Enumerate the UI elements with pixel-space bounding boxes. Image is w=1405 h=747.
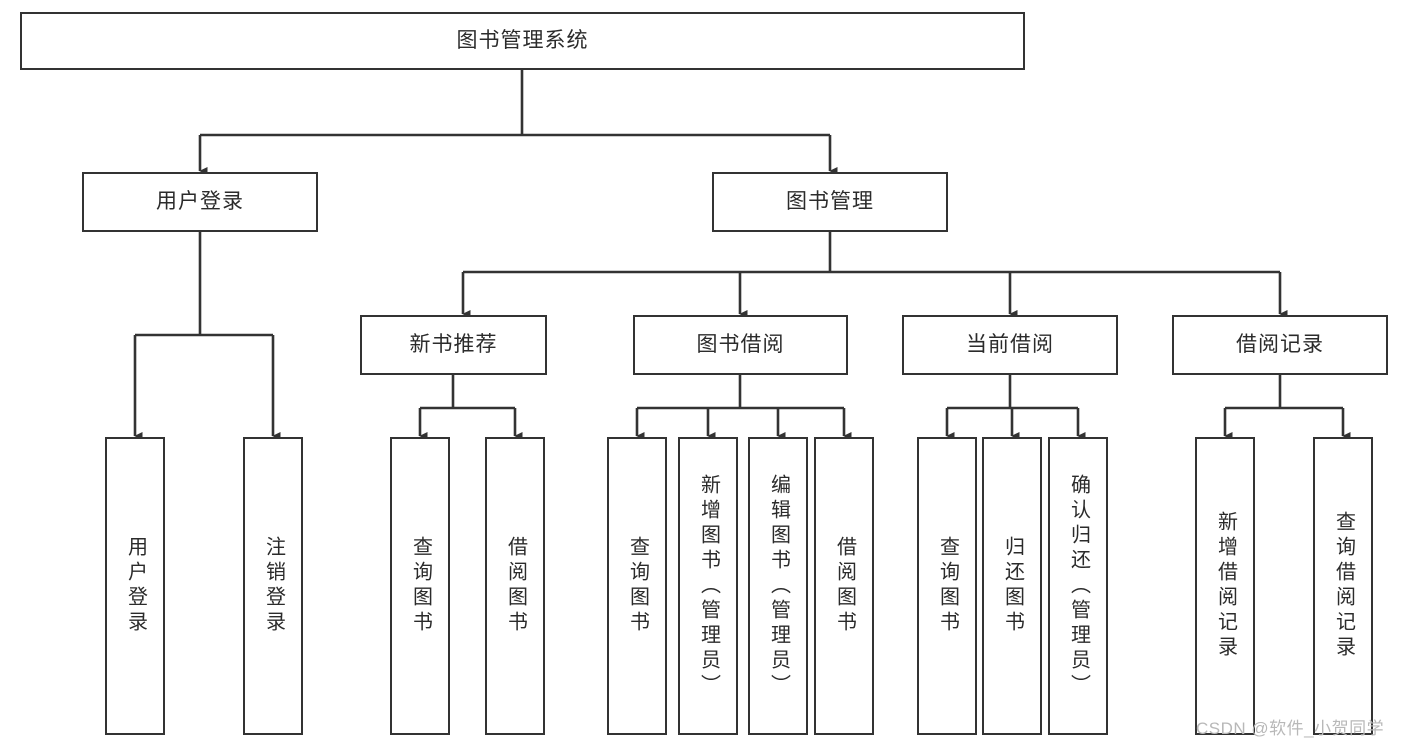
node-borrow-record[interactable]: 借阅记录 (1172, 315, 1388, 375)
node-leaf-add-book-admin[interactable]: 新增图书（管理员） (678, 437, 738, 735)
node-leaf-return-book[interactable]: 归还图书 (982, 437, 1042, 735)
node-label: 当前借阅 (966, 333, 1054, 357)
watermark-label: CSDN @软件_小贺同学 (1196, 719, 1385, 738)
node-user-login[interactable]: 用户登录 (82, 172, 318, 232)
node-root[interactable]: 图书管理系统 (20, 12, 1025, 70)
node-leaf-user-login[interactable]: 用户登录 (105, 437, 165, 735)
node-label: 图书借阅 (696, 333, 785, 357)
node-label: 注销登录 (262, 536, 285, 636)
node-leaf-query-book-recommend[interactable]: 查询图书 (390, 437, 450, 735)
node-leaf-logout-login[interactable]: 注销登录 (243, 437, 303, 735)
node-label: 编辑图书（管理员） (767, 473, 790, 699)
node-label: 查询图书 (626, 536, 649, 636)
node-label: 新增借阅记录 (1214, 511, 1237, 661)
node-label: 图书管理系统 (456, 29, 589, 53)
node-label: 新增图书（管理员） (697, 473, 720, 699)
node-label: 用户登录 (156, 190, 244, 214)
node-new-book-recommend[interactable]: 新书推荐 (360, 315, 547, 375)
node-label: 借阅记录 (1236, 333, 1324, 357)
node-leaf-query-book-borrow[interactable]: 查询图书 (607, 437, 667, 735)
node-leaf-borrow-book[interactable]: 借阅图书 (814, 437, 874, 735)
node-leaf-query-borrow-record[interactable]: 查询借阅记录 (1313, 437, 1373, 735)
node-label: 查询图书 (409, 536, 432, 636)
node-label: 确认归还（管理员） (1067, 473, 1090, 699)
node-label: 图书管理 (786, 190, 874, 214)
node-label: 借阅图书 (833, 536, 856, 636)
node-label: 查询图书 (936, 536, 959, 636)
node-book-borrow[interactable]: 图书借阅 (633, 315, 848, 375)
node-leaf-edit-book-admin[interactable]: 编辑图书（管理员） (748, 437, 808, 735)
node-leaf-borrow-book-recommend[interactable]: 借阅图书 (485, 437, 545, 735)
edge-group (133, 70, 1351, 441)
node-current-borrow[interactable]: 当前借阅 (902, 315, 1118, 375)
node-leaf-add-borrow-record[interactable]: 新增借阅记录 (1195, 437, 1255, 735)
node-label: 新书推荐 (409, 333, 498, 357)
node-leaf-confirm-return-admin[interactable]: 确认归还（管理员） (1048, 437, 1108, 735)
node-label: 用户登录 (124, 536, 147, 636)
node-label: 查询借阅记录 (1332, 511, 1355, 661)
node-book-manage[interactable]: 图书管理 (712, 172, 948, 232)
node-label: 归还图书 (1001, 536, 1024, 636)
node-label: 借阅图书 (504, 536, 527, 636)
node-leaf-query-book-current[interactable]: 查询图书 (917, 437, 977, 735)
